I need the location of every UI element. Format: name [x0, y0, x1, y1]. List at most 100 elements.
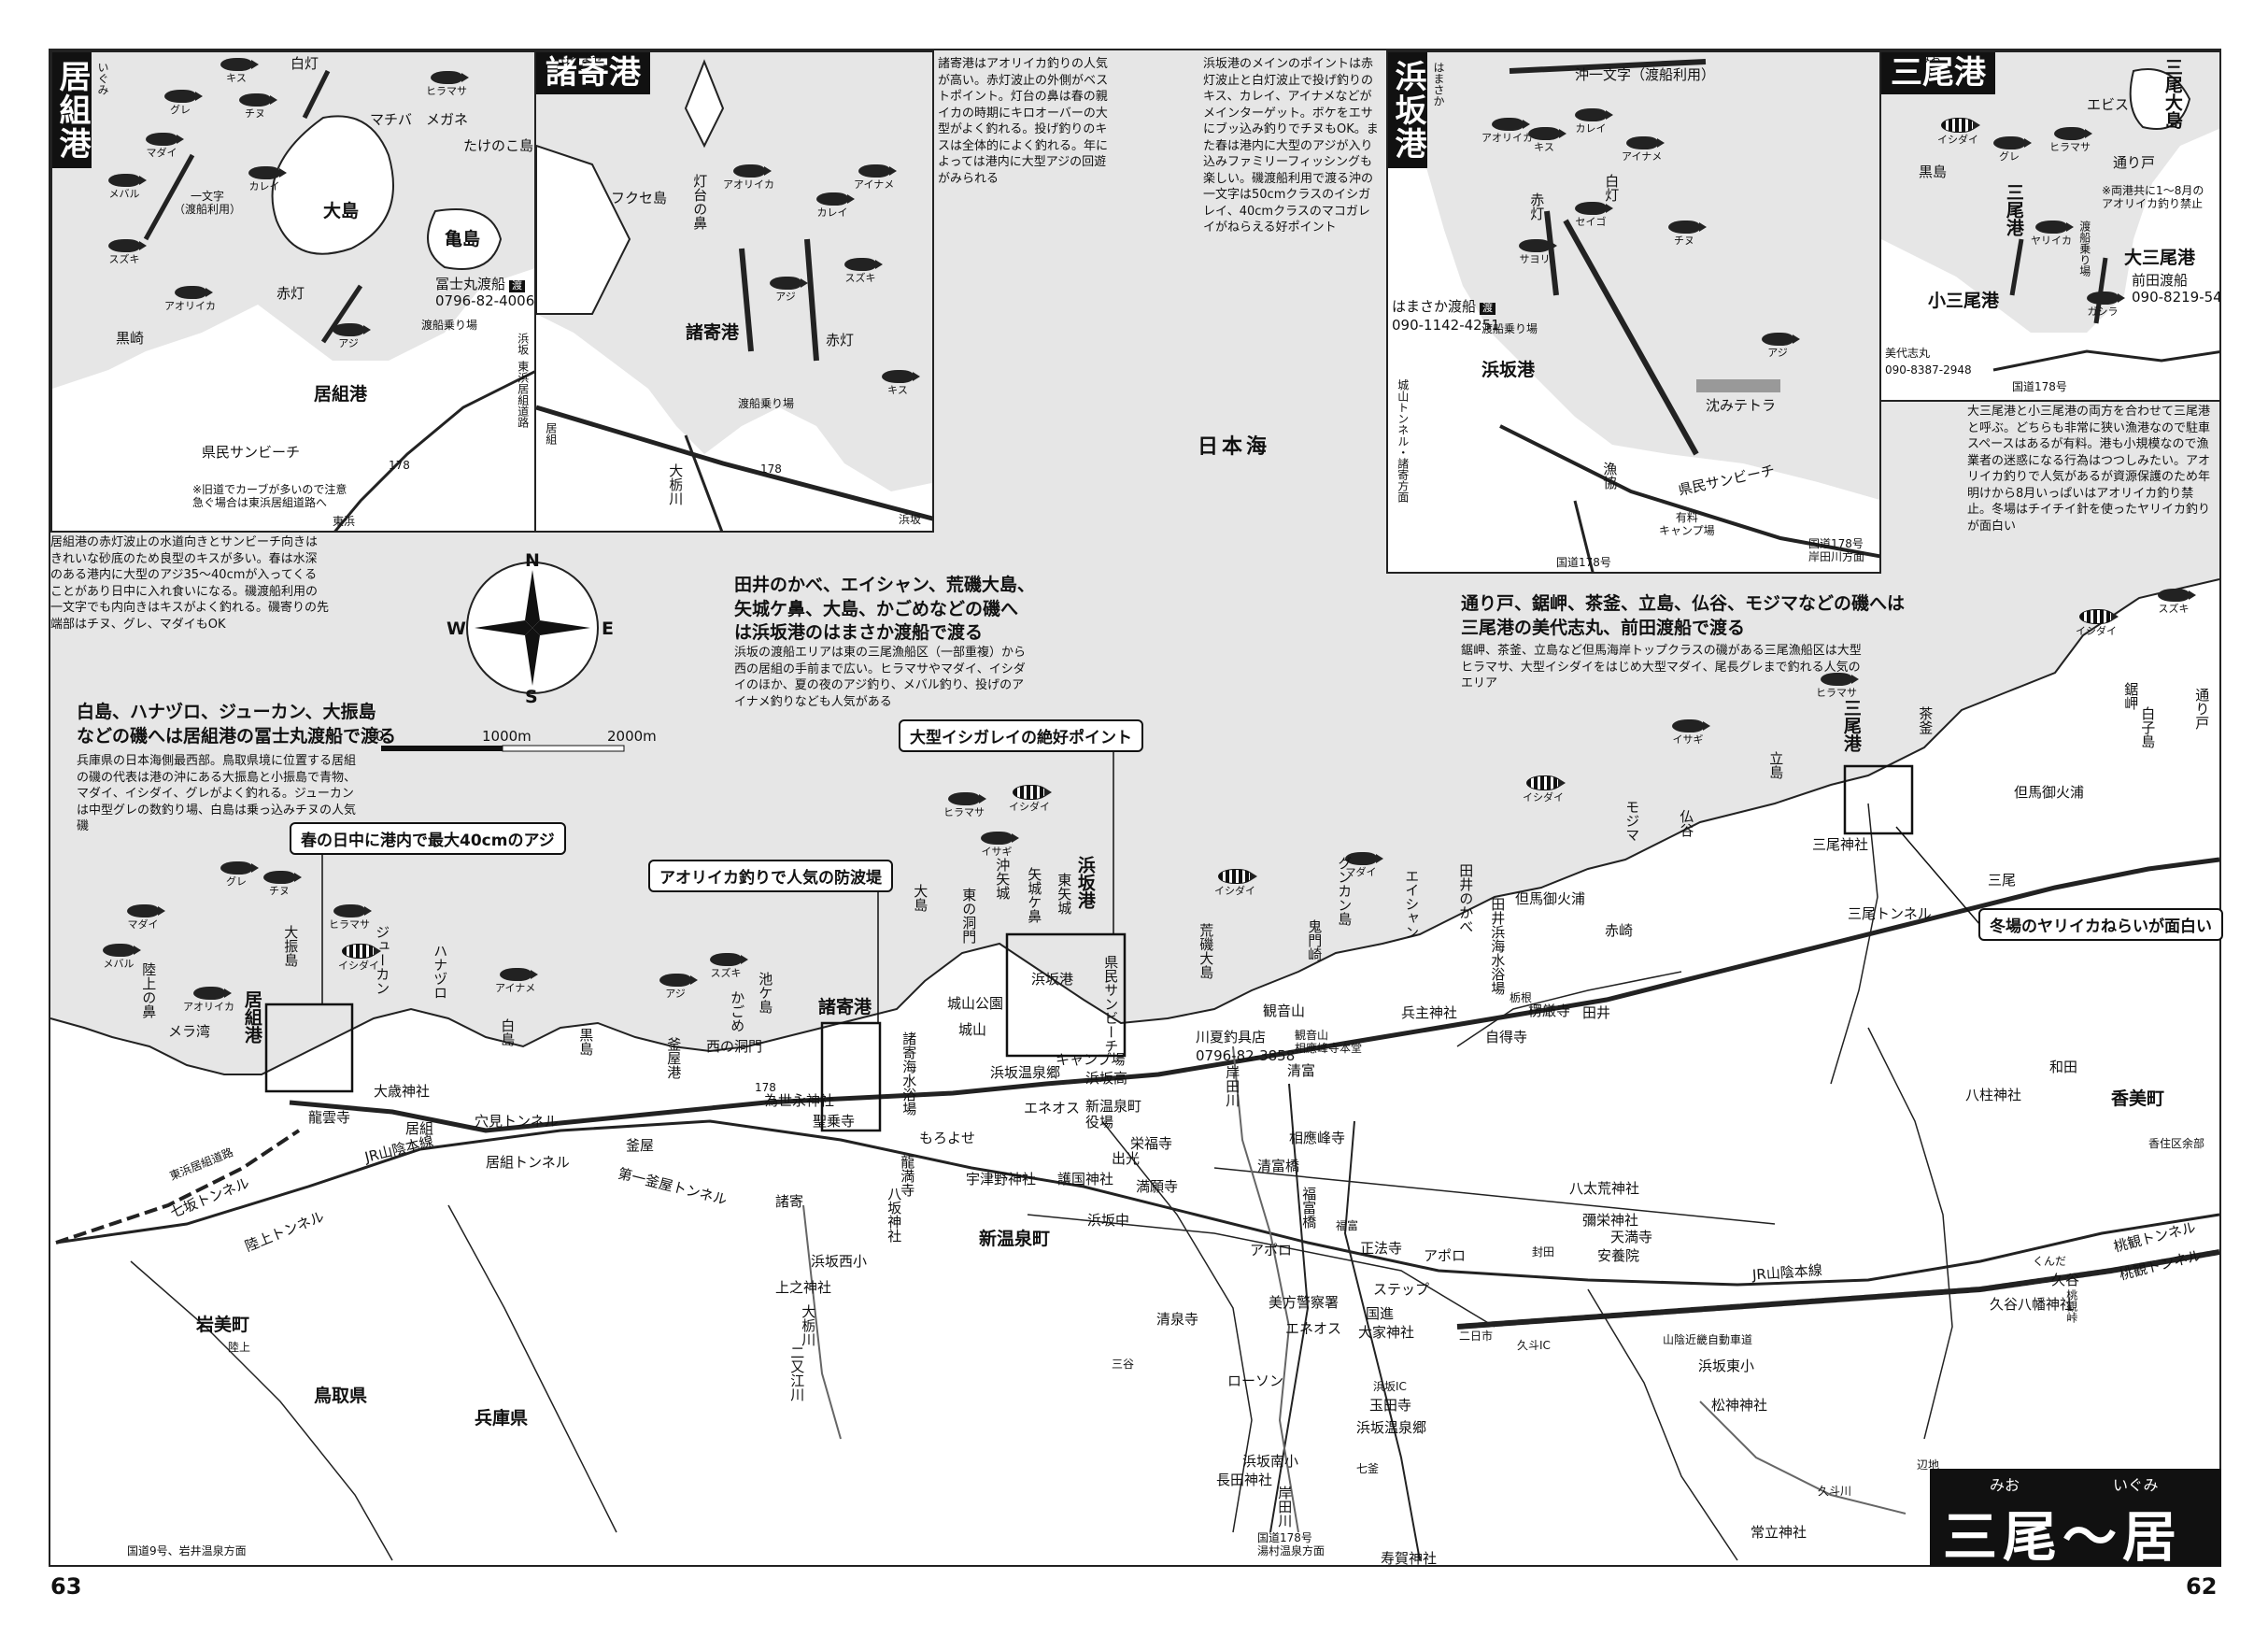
- place-eneos2: エネオス: [1285, 1320, 1342, 1337]
- place-ikeojima: 池ケ島: [757, 972, 774, 1014]
- sea-name: 日本海: [1198, 435, 1271, 459]
- road-west-1: [130, 1260, 393, 1561]
- place-kawanatsu: 川夏釣具店: [1196, 1029, 1267, 1045]
- place-kenmin-beach: 県民サンビーチ: [1102, 955, 1120, 1053]
- place-kishida: 岸田川: [1224, 1065, 1241, 1107]
- place-kutami: 久谷: [2051, 1272, 2080, 1288]
- place-kagome: かごめ: [729, 990, 746, 1032]
- rivers: [802, 1045, 1907, 1533]
- igumi-akatou: 赤灯: [276, 285, 305, 302]
- place-moroyose: 諸寄: [775, 1193, 804, 1210]
- place-higashi-yashiro: 東矢城: [1056, 873, 1073, 915]
- fish-isaki-c2: イサギ: [981, 832, 1019, 858]
- place-sanin-road: 山陰近畿自動車道: [1663, 1333, 1753, 1346]
- fish-chinu-c1: チヌ: [263, 871, 302, 897]
- place-moroyose-port: 諸寄港: [818, 997, 872, 1017]
- place-anami-tunnel: 穴見トンネル: [475, 1113, 559, 1130]
- place-matsu-shrine: 松神神社: [1711, 1397, 1768, 1414]
- place-gunkan: グンカン島: [1336, 856, 1354, 926]
- place-kunda: くんだ: [2033, 1255, 2067, 1268]
- place-syoushin: 彌栄神社: [1582, 1212, 1639, 1229]
- mio-route178: 国道178号: [2012, 380, 2067, 393]
- place-gokoku: 護国神社: [1057, 1171, 1114, 1188]
- place-iseyoshi: 為世永神社: [764, 1092, 835, 1109]
- place-hamasaka-ic2: 久斗IC: [1517, 1339, 1551, 1352]
- place-tenmangu: 天満寺: [1610, 1229, 1653, 1245]
- mio-port: 三尾港: [2003, 183, 2024, 236]
- hamasaka-route178: 国道178号: [1556, 556, 1611, 569]
- fish-chinu-h: チヌ: [1668, 220, 1707, 247]
- place-nagatashrine: 長田神社: [1216, 1472, 1273, 1488]
- ohazuma-river: [802, 1204, 842, 1440]
- place-fukutomi-bridge: 福富橋: [1300, 1187, 1318, 1229]
- mio-komio: 小三尾港: [1928, 291, 2000, 311]
- desc-shirojima: 兵庫県の日本海側最西部。鳥取県境に位置する居組の磯の代表は港の沖にある大振島と小…: [77, 754, 357, 834]
- place-kannonji: 観音山 相應峰寺本堂: [1295, 1029, 1363, 1055]
- jr-sanin-line: [55, 1119, 2220, 1287]
- igumi-takenoko: たけのこ島: [463, 137, 534, 154]
- fish-aji: アジ: [333, 323, 371, 349]
- place-okifuchi: 沖矢城: [994, 858, 1012, 900]
- place-futakaichi: 二日市: [1459, 1330, 1494, 1343]
- place-ryumanji: 龍満寺: [899, 1155, 916, 1197]
- moroyose-akatou: 赤灯: [826, 332, 855, 348]
- mio-maeda: 前田渡船: [2132, 272, 2189, 289]
- mio-toorido: 通り戸: [2113, 154, 2156, 171]
- map-page: N S E W 0 1000m 2000m 日本海 居組港 いぐみ 大島 亀島 …: [49, 49, 2223, 1600]
- road-higashihama-igumi: [55, 1129, 301, 1245]
- igumi-description: 居組港の赤灯波止の水道向きとサンビーチ向きはきれいな砂底のため良型のキスが多い。…: [50, 535, 329, 632]
- fish-kisu: キス: [220, 58, 259, 84]
- scale-zero: 0: [376, 728, 385, 745]
- road-town-a: [1213, 1167, 1776, 1225]
- scale-end: 2000m: [607, 728, 657, 745]
- moroyose-port: 諸寄港: [686, 322, 740, 343]
- igumi-oshima: 大島: [323, 201, 360, 221]
- place-shin-onsen: 新温泉町: [979, 1229, 1051, 1249]
- igumi-fujimaru-tel: 0796-82-4006: [435, 292, 535, 309]
- callout-ishigarei: 大型イシガレイの絶好ポイント: [899, 719, 1143, 752]
- fish-isidai-c4: イシダイ: [1523, 775, 1566, 804]
- igumi-kurosaki: 黒崎: [116, 330, 145, 347]
- place-kokusei: 国進: [1366, 1305, 1395, 1322]
- place-toorido: 通り戸: [2193, 688, 2211, 730]
- place-kannonyama: 観音山: [1263, 1003, 1306, 1019]
- igumi-route178: 178: [389, 459, 410, 472]
- igumi-note: ※旧道でカーブが多いので注意 急ぐ場合は東浜居組道路へ: [192, 483, 347, 509]
- fish-aji-m: アジ: [770, 277, 808, 303]
- igumi-port: 居組港: [314, 384, 368, 405]
- inset-markers: [264, 764, 1914, 1132]
- place-tai: 田井: [1582, 1004, 1611, 1021]
- fish-hiramasa-mio: ヒラマサ: [2049, 127, 2092, 153]
- mio-ferry: 渡船乗り場: [2077, 220, 2091, 277]
- mio-ruby: みお: [1919, 52, 1942, 65]
- igumi-fujimaru: 冨士丸渡船渡: [435, 276, 526, 292]
- fish-hiramasa-c5: ヒラマサ: [1816, 673, 1859, 699]
- road-south: [1269, 1083, 1310, 1533]
- place-tamada: 玉田寺: [1369, 1397, 1412, 1414]
- fish-isidai-c3: イシダイ: [1214, 869, 1257, 897]
- mio-ebisu: エビス: [2087, 96, 2130, 113]
- moroyose-description: 諸寄港はアオリイカ釣りの人気が高い。赤灯波止の外側がベストポイント。灯台の鼻は春…: [938, 57, 1109, 186]
- fish-hiramasa-c1: ヒラマサ: [329, 904, 372, 931]
- compass-n: N: [525, 550, 540, 571]
- igumi-marker: [264, 1003, 354, 1093]
- place-shoujuji: 聖乗寺: [813, 1113, 856, 1130]
- hamasaka-tunnel-dir: 城山トンネル・諸寄方面: [1396, 379, 1410, 503]
- place-idego: 出光: [1112, 1150, 1141, 1167]
- place-apollo: アポロ: [1250, 1242, 1293, 1259]
- place-igumi-vill: 居組: [405, 1120, 434, 1137]
- place-shiroyama-park: 城山公園: [947, 995, 1004, 1012]
- place-iwai-dir: 国道9号、岩井温泉方面: [127, 1544, 247, 1558]
- place-eitaiji: 栄福寺: [1130, 1135, 1173, 1152]
- fish-gashira-mio: ガシラ: [2087, 292, 2125, 318]
- hamasaka-ferry: 渡船乗り場: [1481, 322, 1538, 335]
- place-mio-shrine: 三尾神社: [1812, 836, 1869, 853]
- fish-ainame-m: アイナメ: [854, 164, 897, 191]
- place-hamasaka-south: 浜坂南小: [1242, 1453, 1299, 1470]
- moroyose-ruby: もろよせ: [559, 52, 604, 65]
- mio-kuroshima: 黒島: [1919, 164, 1948, 180]
- heading-tai: 田井のかべ、エイシャン、荒磯大島、 矢城ケ鼻、大島、かごめなどの磯へ は浜坂港の…: [734, 575, 1035, 644]
- sanin-expressway: [1456, 1249, 2220, 1330]
- place-kamaya-port: 釜屋港: [665, 1037, 683, 1079]
- place-hamasaka-mid: 浜坂中: [1087, 1212, 1130, 1229]
